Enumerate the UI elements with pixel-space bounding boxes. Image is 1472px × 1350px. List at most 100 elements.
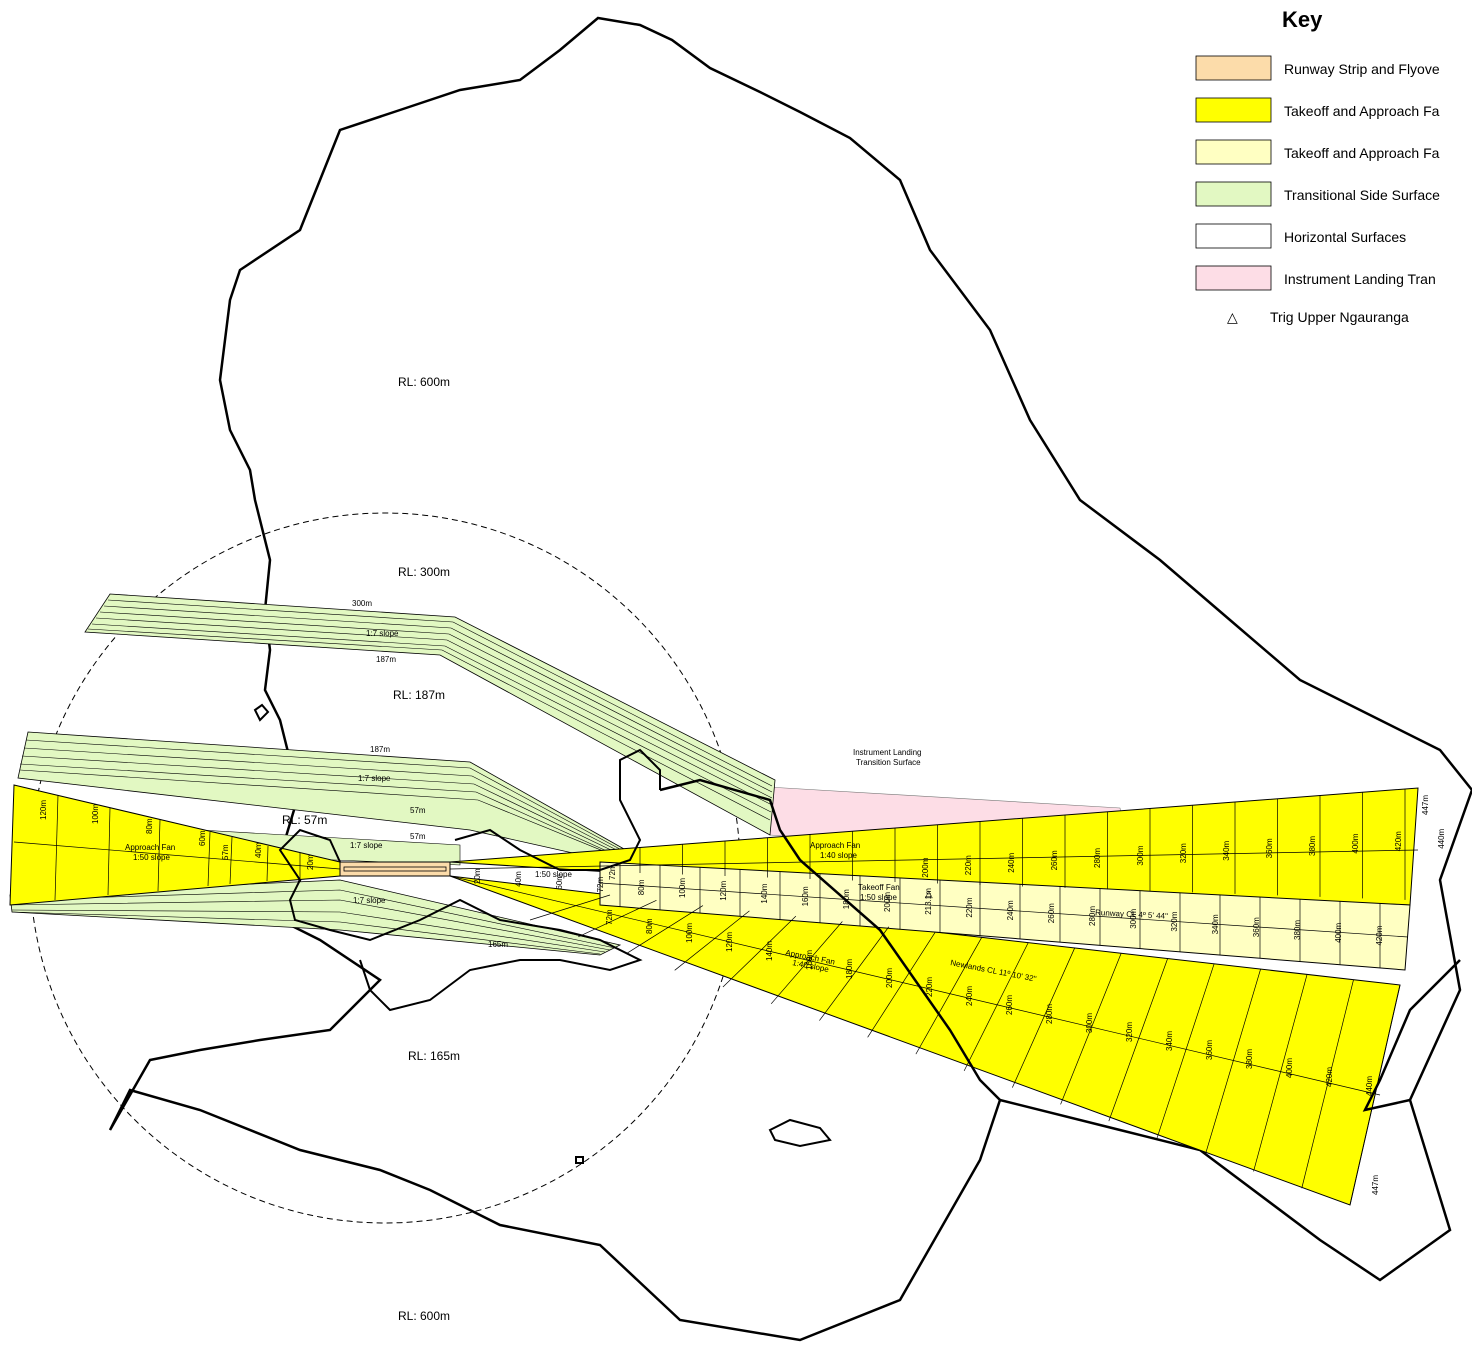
- fan-division: [449, 875, 1381, 1096]
- height-57-b: 57m: [410, 832, 426, 841]
- rl-600-top: RL: 600m: [398, 375, 450, 389]
- fan-division: [626, 905, 704, 954]
- fan-division: [770, 921, 843, 1005]
- takeoff-label: Takeoff Fan: [858, 883, 900, 892]
- contour-label: 360m: [1265, 838, 1274, 858]
- east-approach-label: Approach Fan: [810, 841, 860, 850]
- rl-187: RL: 187m: [393, 688, 445, 702]
- west-slope-label: 1:50 slope: [133, 853, 170, 862]
- contour-label: 400m: [1334, 922, 1343, 942]
- contour-label: 80m: [145, 818, 154, 834]
- takeoff-slope-label: 1:50 slope: [860, 893, 897, 902]
- slope-label-north: 1:7 slope: [366, 629, 399, 638]
- contour-label: 220m: [965, 897, 974, 917]
- contour-label: 220m: [925, 977, 934, 997]
- key-label: Takeoff and Approach Fa: [1284, 103, 1440, 119]
- coastline-island: [768, 1118, 832, 1148]
- contour-label: 120m: [39, 800, 48, 820]
- contour-label: 100m: [685, 923, 694, 943]
- contour-label: 240m: [965, 986, 974, 1006]
- contour-label: 180m: [842, 889, 851, 909]
- trig-label: Trig Upper Ngauranga: [1270, 309, 1409, 325]
- fan-division: [963, 942, 1029, 1072]
- key-swatch: [1195, 181, 1272, 207]
- fan-division: [1204, 969, 1261, 1155]
- contour-label: 40m: [254, 842, 263, 858]
- contour-label: 400m: [1285, 1058, 1294, 1078]
- fan-division: [1060, 953, 1122, 1105]
- fan-division: [722, 915, 797, 988]
- fan-division: [1349, 984, 1401, 1206]
- rock-marker: [575, 1156, 584, 1164]
- contour-label: 72m: [608, 864, 617, 880]
- slope-label-middle: 1:7 slope: [358, 774, 391, 783]
- contour-label: 300m: [1136, 845, 1145, 865]
- rl-57: RL: 57m: [282, 813, 327, 827]
- contour-label: 57m: [221, 844, 230, 860]
- contour-label: 280m: [1093, 848, 1102, 868]
- contour-label: 340m: [1222, 840, 1231, 860]
- fan-division: [529, 894, 611, 921]
- key-label: Instrument Landing Tran: [1284, 271, 1436, 287]
- contour-label: 213.1m: [924, 888, 933, 915]
- contour-label: 440m: [1365, 1076, 1374, 1096]
- contour-label: 360m: [1252, 917, 1261, 937]
- rl-600-bottom: RL: 600m: [398, 1309, 450, 1323]
- contour-label: 420m: [1375, 925, 1384, 945]
- coastline-4: [253, 703, 270, 722]
- transitional-surface-south: [9, 879, 622, 956]
- key-label: Horizontal Surfaces: [1284, 229, 1406, 245]
- contour-label: 40m: [514, 871, 523, 887]
- contour-label: 280m: [1045, 1004, 1054, 1024]
- fan-division: [867, 931, 936, 1038]
- contour-label: 260m: [1050, 850, 1059, 870]
- key-swatch: [1195, 223, 1272, 249]
- ils-label-1: Instrument Landing: [853, 748, 922, 757]
- coastline-3: [278, 828, 643, 1012]
- east-slope-label: 1:40 slope: [820, 851, 857, 860]
- contour-label: 60m: [555, 874, 564, 890]
- runway-slope-label: 1:50 slope: [535, 870, 572, 879]
- rl-300: RL: 300m: [398, 565, 450, 579]
- contour-label: 240m: [1007, 852, 1016, 872]
- contour-label: 160m: [805, 950, 814, 970]
- contour-label: 440m: [1437, 828, 1446, 848]
- fan-division: [599, 882, 1409, 938]
- contour-label: 140m: [760, 883, 769, 903]
- contour-label: 200m: [883, 892, 892, 912]
- contour-label: 220m: [964, 855, 973, 875]
- fan-division: [915, 937, 983, 1055]
- key-label: Transitional Side Surface: [1284, 187, 1440, 203]
- key-swatch: [1195, 97, 1272, 123]
- contour-label: 340m: [1165, 1031, 1174, 1051]
- contour-label: 300m: [1085, 1013, 1094, 1033]
- contour-label: 260m: [1005, 995, 1014, 1015]
- contour-label: 80m: [637, 879, 646, 895]
- coastline-2: [454, 748, 661, 871]
- west-approach-label: Approach Fan: [125, 843, 175, 852]
- contour-label: 420m: [1325, 1067, 1334, 1087]
- contour-label: 300m: [1129, 908, 1138, 928]
- contour-label: 380m: [1308, 836, 1317, 856]
- coastline-5: [1362, 959, 1461, 1112]
- fan-division: [1301, 979, 1354, 1189]
- runway: [343, 866, 447, 872]
- slope-label-south: 1:7 slope: [353, 896, 386, 905]
- contour-label: 20m: [473, 868, 482, 884]
- fan-division: [1253, 974, 1308, 1172]
- runway-strip: [339, 861, 451, 877]
- contour-label: 380m: [1293, 920, 1302, 940]
- contour-label: 140m: [765, 941, 774, 961]
- height-187-b: 187m: [370, 745, 390, 754]
- contour-label: 200m: [885, 968, 894, 988]
- key-swatch: [1195, 139, 1272, 165]
- contour-label: 100m: [91, 804, 100, 824]
- height-300: 300m: [352, 599, 372, 608]
- contour-label: 360m: [1205, 1040, 1214, 1060]
- contour-label: 72m: [596, 877, 605, 893]
